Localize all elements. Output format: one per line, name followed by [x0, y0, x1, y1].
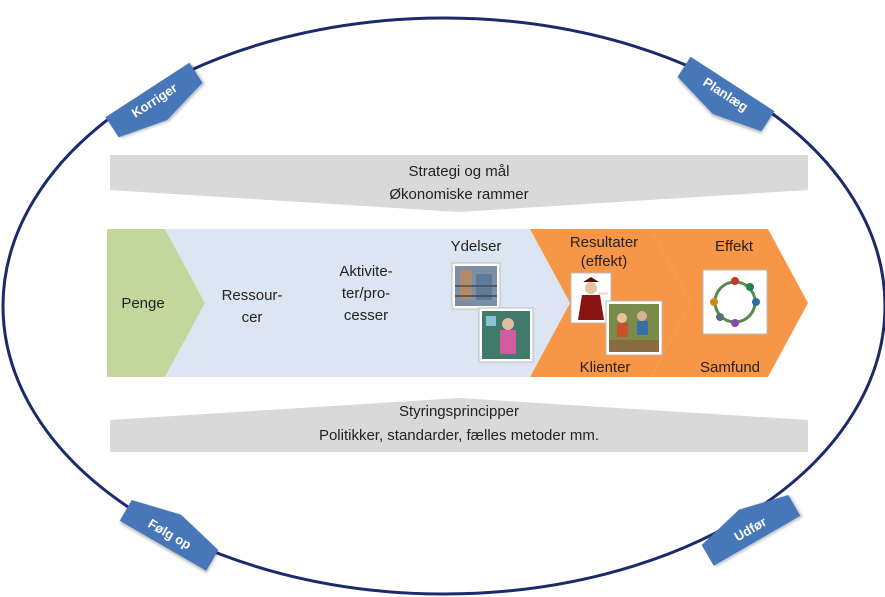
label-ydelser: Ydelser — [451, 238, 502, 255]
label-aktiviteter-2: ter/pro- — [342, 285, 390, 302]
principles-banner — [110, 398, 808, 452]
label-effekt: Effekt — [715, 238, 754, 255]
photo-effekt-circle — [702, 269, 768, 335]
label-ressourcer-2: cer — [242, 309, 263, 326]
management-cycle-ellipse — [1, 16, 885, 596]
principles-line1: Styringsprincipper — [399, 403, 519, 420]
chevron-ressourcer — [165, 229, 326, 377]
label-klienter: Klienter — [580, 359, 631, 376]
chevron-aktiviteter — [286, 229, 447, 377]
label-aktiviteter-3: cesser — [344, 307, 388, 324]
label-ressourcer-1: Ressour- — [222, 287, 283, 304]
tag-udfoer: Udfør — [701, 495, 801, 566]
tag-foelg-op: Følg op — [119, 500, 219, 571]
strategy-banner — [110, 155, 808, 212]
label-resultater-2: (effekt) — [581, 253, 627, 270]
label-penge: Penge — [121, 295, 164, 312]
tag-planlaeg: Planlæg — [677, 56, 775, 132]
photo-resultater-graduate — [570, 272, 612, 324]
chevron-penge — [107, 229, 205, 377]
strategy-line1: Strategi og mål — [409, 163, 510, 180]
principles-line2: Politikker, standarder, fælles metoder m… — [319, 427, 599, 444]
label-resultater-1: Resultater — [570, 234, 638, 251]
label-aktiviteter-1: Aktivite- — [339, 263, 392, 280]
photo-ydelser-1 — [451, 262, 501, 310]
photo-resultater-kids — [605, 300, 663, 356]
tag-korriger: Korriger — [105, 62, 203, 138]
strategy-line2: Økonomiske rammer — [389, 186, 528, 203]
photo-ydelser-2 — [478, 307, 534, 363]
label-samfund: Samfund — [700, 359, 760, 376]
